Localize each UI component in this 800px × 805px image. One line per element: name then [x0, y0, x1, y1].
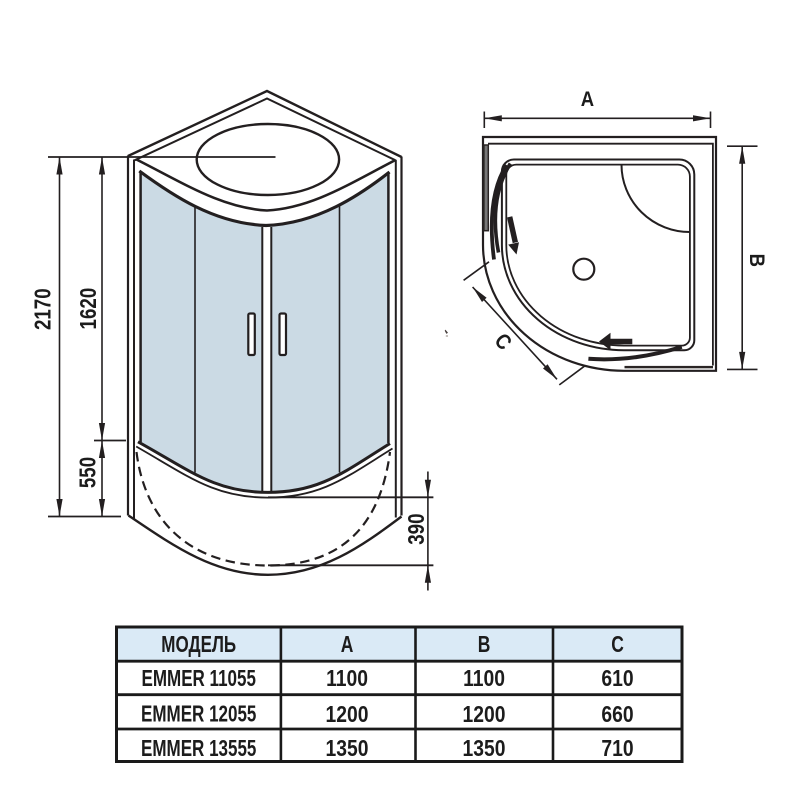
svg-text:550: 550 — [76, 457, 101, 488]
svg-text:1100: 1100 — [326, 667, 368, 692]
svg-text:390: 390 — [404, 513, 429, 544]
svg-text:B: B — [745, 254, 769, 267]
svg-text:660: 660 — [601, 702, 633, 727]
svg-text:B: B — [478, 633, 491, 658]
svg-text:610: 610 — [601, 667, 633, 692]
svg-text:A: A — [581, 88, 594, 112]
svg-text:C: C — [611, 633, 624, 658]
svg-text:1100: 1100 — [463, 667, 505, 692]
svg-text:A: A — [341, 633, 354, 658]
svg-text:1200: 1200 — [326, 702, 369, 727]
svg-text:EMMER 12055: EMMER 12055 — [141, 702, 256, 727]
svg-text:МОДЕЛЬ: МОДЕЛЬ — [161, 633, 236, 658]
svg-text:1200: 1200 — [463, 702, 506, 727]
svg-text:1620: 1620 — [76, 288, 101, 330]
svg-text:EMMER 13555: EMMER 13555 — [141, 737, 256, 762]
svg-text:1350: 1350 — [326, 737, 369, 762]
svg-text:EMMER 11055: EMMER 11055 — [142, 666, 256, 691]
svg-text:2170: 2170 — [31, 288, 56, 330]
svg-text:710: 710 — [601, 737, 633, 762]
svg-text:1350: 1350 — [463, 737, 506, 762]
